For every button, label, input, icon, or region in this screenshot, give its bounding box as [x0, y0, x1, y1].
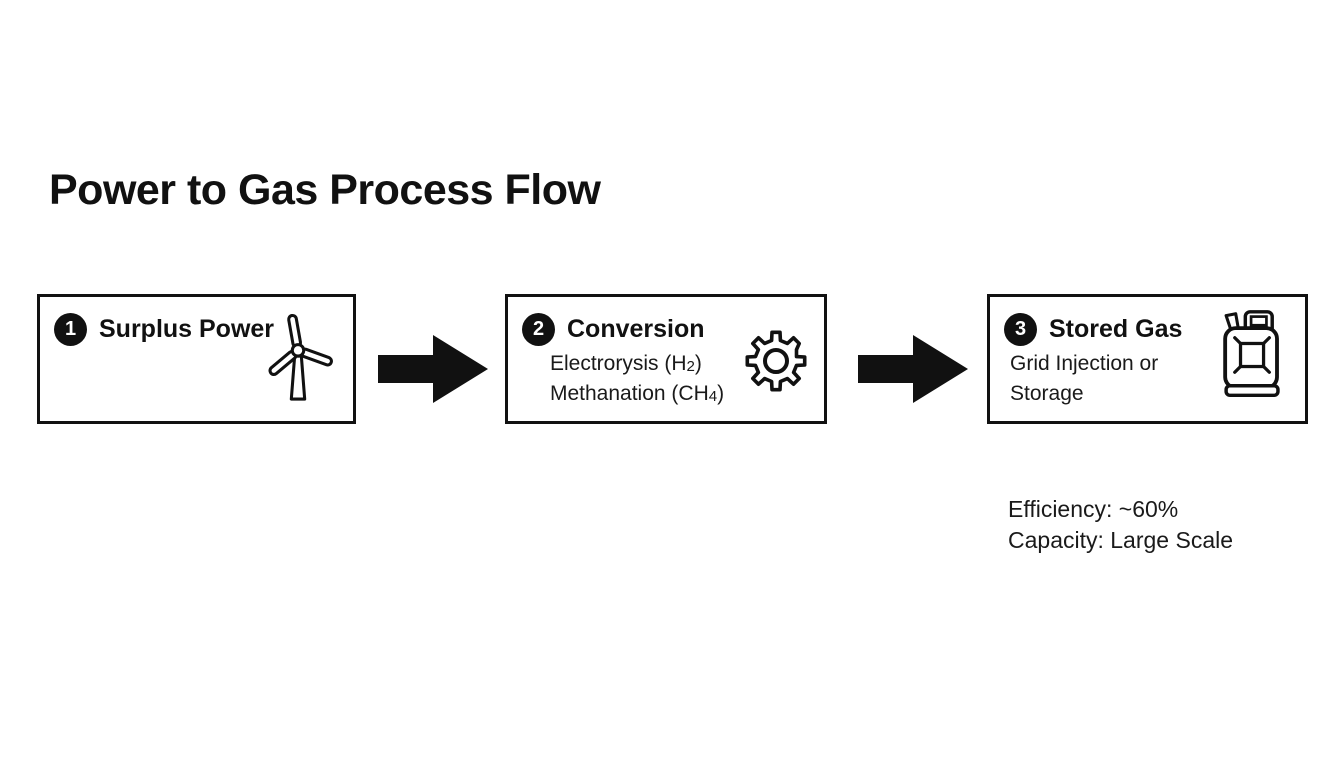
efficiency-note: Efficiency: ~60%: [1008, 496, 1179, 522]
step-number-badge: 2: [522, 313, 555, 346]
step-box-surplus-power: 1 Surplus Power: [37, 294, 356, 424]
step-detail-line: Storage: [1010, 382, 1084, 405]
capacity-note: Capacity: Large Scale: [1008, 527, 1234, 553]
step-header: 1 Surplus Power: [40, 297, 353, 346]
step-header: 2 Conversion: [508, 297, 824, 346]
step-detail-line: Grid Injection or: [1010, 352, 1159, 375]
gear-icon: [744, 329, 808, 393]
step-details: Electrorysis (H2) Methanation (CH4): [550, 350, 724, 410]
step-header: 3 Stored Gas: [990, 297, 1305, 346]
diagram-title: Power to Gas Process Flow: [49, 166, 601, 214]
step-label: Conversion: [567, 315, 705, 343]
step-label: Stored Gas: [1049, 315, 1183, 343]
step-box-conversion: 2 Conversion Electrorysis (H2) Methanati…: [505, 294, 827, 424]
wind-turbine-icon: [255, 309, 341, 407]
flow-arrow-right-icon: [858, 335, 968, 403]
step-box-stored-gas: 3 Stored Gas Grid Injection or Storage: [987, 294, 1308, 424]
step-details: Grid Injection or Storage: [1010, 350, 1158, 410]
step-detail-line: Methanation (CH4): [550, 382, 725, 405]
step-detail-line: Electrorysis (H2): [550, 352, 702, 375]
flow-arrow-right-icon: [378, 335, 488, 403]
step-number-badge: 1: [54, 313, 87, 346]
diagram-notes: Efficiency: ~60% Capacity: Large Scale: [1008, 494, 1233, 556]
step-number-badge: 3: [1004, 313, 1037, 346]
gas-canister-icon: [1219, 307, 1287, 403]
step-label: Surplus Power: [99, 315, 275, 343]
